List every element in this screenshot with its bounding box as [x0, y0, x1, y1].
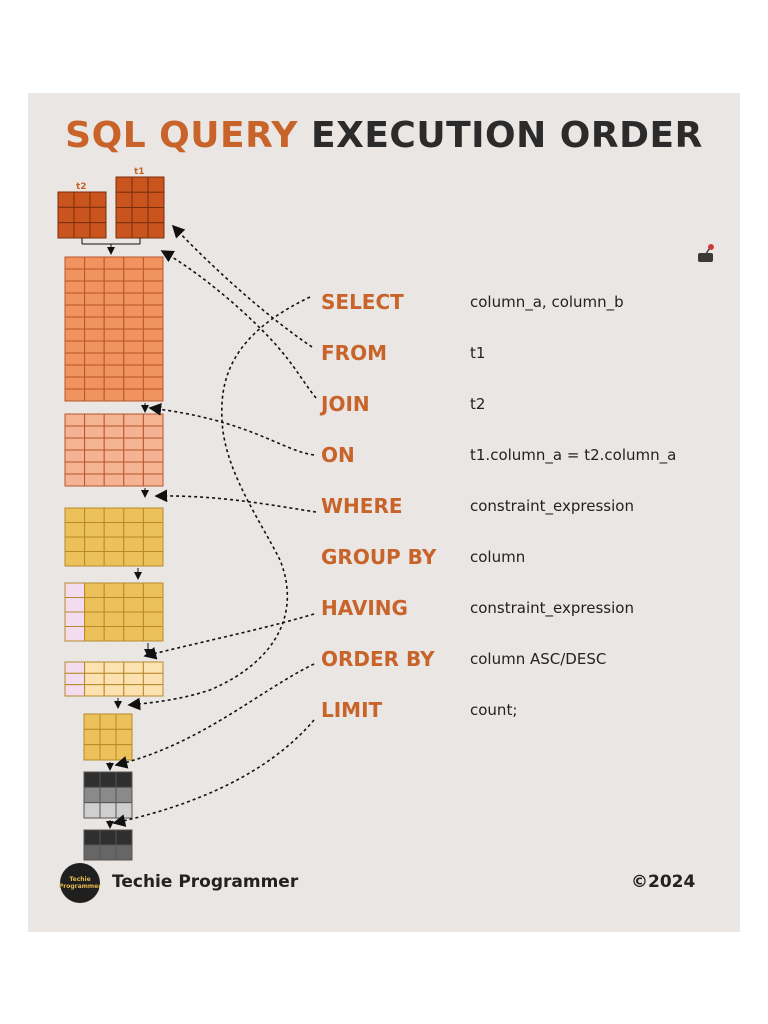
title-part-1: SQL QUERY [65, 115, 298, 156]
t1-table-label: t1 [134, 167, 145, 177]
logo-line-1: Techie [69, 876, 91, 883]
where-arrow [154, 489, 317, 513]
limit-arrow [112, 719, 315, 827]
select-arrow [127, 296, 311, 711]
value-order-by: column ASC/DESC [470, 650, 607, 668]
limit-table [83, 829, 133, 861]
value-group-by: column [470, 548, 526, 566]
brand-name: Techie Programmer [112, 872, 299, 892]
from-arrow [171, 224, 313, 348]
having-table [64, 661, 164, 697]
keyword-group-by: GROUP BY [321, 545, 437, 569]
keyword-having: HAVING [321, 596, 408, 620]
value-having: constraint_expression [470, 599, 634, 617]
value-join: t2 [470, 395, 486, 413]
logo-line-2: Programmer [58, 883, 102, 890]
order-by-arrow [114, 663, 315, 769]
t1-table [115, 176, 165, 239]
select-table [83, 713, 133, 761]
joystick-icon [698, 244, 714, 262]
value-from: t1 [470, 344, 486, 362]
t2-table [57, 191, 107, 239]
keyword-where: WHERE [321, 494, 403, 518]
keyword-select: SELECT [321, 290, 404, 314]
group-by-table [64, 582, 164, 642]
page-title: SQL QUERY EXECUTION ORDER [0, 115, 768, 156]
keyword-on: ON [321, 443, 355, 467]
on-table [64, 413, 164, 487]
having-arrow [143, 613, 315, 660]
where-table [64, 507, 164, 567]
title-part-2: EXECUTION ORDER [310, 115, 703, 156]
on-arrow [148, 402, 315, 456]
value-where: constraint_expression [470, 497, 634, 515]
join-arrow [160, 250, 317, 399]
copyright-text: ©2024 [631, 872, 696, 892]
value-select: column_a, column_b [470, 293, 624, 311]
t2-table-label: t2 [76, 182, 87, 192]
joined-table [64, 256, 164, 402]
value-on: t1.column_a = t2.column_a [470, 446, 677, 464]
keyword-limit: LIMIT [321, 698, 383, 722]
keyword-order-by: ORDER BY [321, 647, 435, 671]
brand-logo-icon: Techie Programmer [58, 863, 102, 903]
keyword-from: FROM [321, 341, 387, 365]
keyword-join: JOIN [321, 392, 370, 416]
order-by-table [83, 771, 133, 819]
value-limit: count; [470, 701, 518, 719]
